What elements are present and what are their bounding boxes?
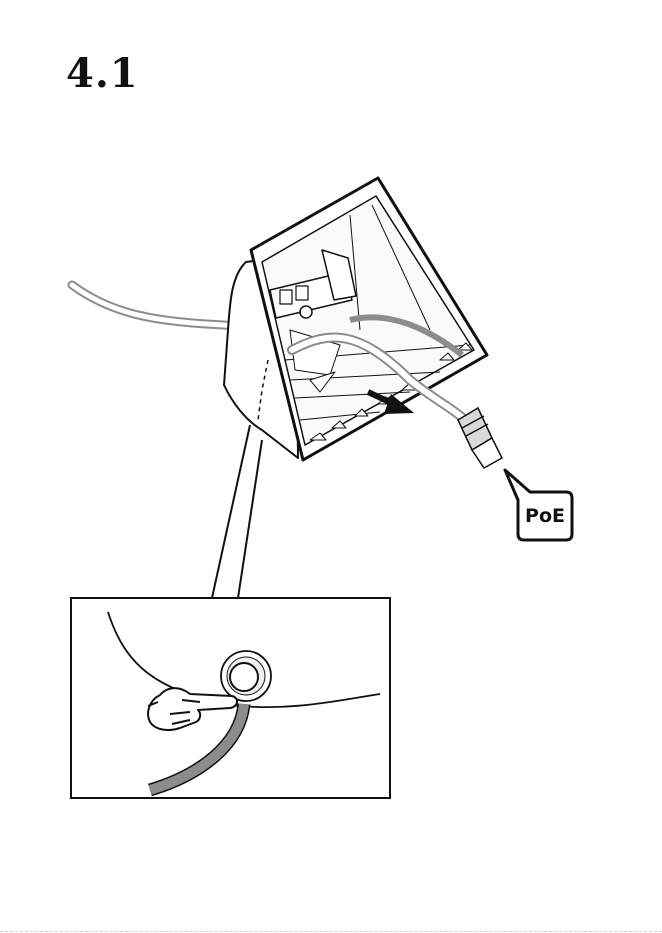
rj45-plug-icon: [458, 408, 502, 468]
detail-view: [71, 598, 390, 798]
cable-grommet-icon: [221, 651, 271, 701]
poe-badge-label: PoE: [525, 505, 565, 527]
detail-callout-lines: [212, 425, 262, 598]
poe-badge: PoE: [505, 470, 572, 540]
incoming-cable: [72, 285, 240, 326]
page-footer-rule: [0, 931, 662, 932]
